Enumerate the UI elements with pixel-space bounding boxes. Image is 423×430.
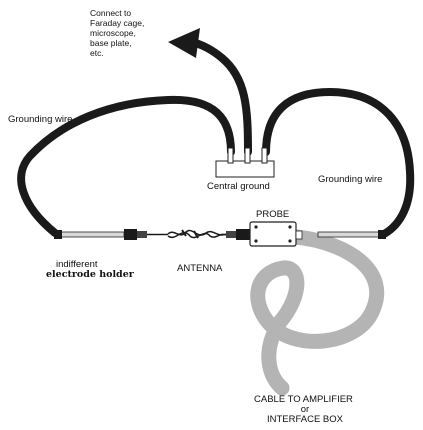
amplifier-cable xyxy=(250,229,385,396)
left-rod xyxy=(54,230,125,239)
label-probe: PROBE xyxy=(256,209,289,220)
label-antenna: ANTENNA xyxy=(177,263,223,274)
label-cable-line3: INTERFACE BOX xyxy=(267,414,344,425)
label-grounding-wire-right: Grounding wire xyxy=(318,174,382,185)
right-rod xyxy=(317,230,386,239)
grounding-wire-to-cage xyxy=(168,28,252,156)
grounding-wire-right xyxy=(262,87,415,238)
label-connect-line3: microscope, xyxy=(90,28,136,38)
arrow-head-icon xyxy=(168,28,200,58)
label-connect-line5: etc. xyxy=(90,48,104,58)
label-electrode-holder: electrode holder xyxy=(46,269,135,280)
grounding-wire-left xyxy=(17,95,235,237)
central-ground-block xyxy=(215,147,275,178)
label-connect-line2: Faraday cage, xyxy=(90,18,144,28)
label-connect-line4: base plate, xyxy=(90,38,132,48)
label-connect-line1: Connect to xyxy=(90,8,131,18)
antenna xyxy=(167,229,227,239)
indifferent-electrode-holder xyxy=(124,229,168,240)
label-cable-line1: CABLE TO AMPLIFIER xyxy=(254,394,353,405)
probe xyxy=(226,221,303,247)
label-indifferent: indifferent xyxy=(56,259,98,270)
label-central-ground: Central ground xyxy=(207,181,270,192)
label-cable-line2: or xyxy=(301,404,309,415)
label-grounding-wire-left: Grounding wire xyxy=(8,114,72,125)
